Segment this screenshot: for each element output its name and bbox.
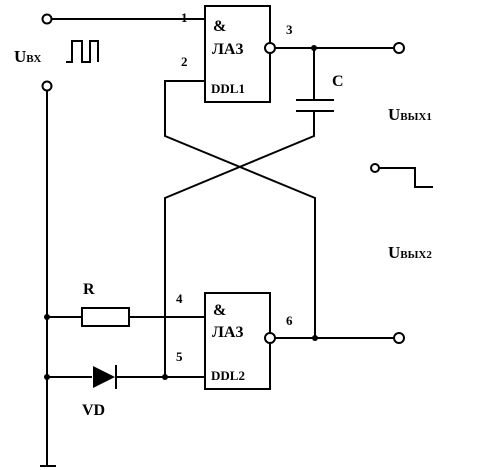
pin-3-label: 3 xyxy=(286,22,293,37)
junction-output2 xyxy=(312,335,318,341)
gate-ddl2-symbol: & xyxy=(213,302,226,319)
pin-1-label: 1 xyxy=(181,10,188,25)
input-voltage-label: UВХ xyxy=(14,47,41,66)
pin-5-label: 5 xyxy=(176,349,183,364)
output-waveform-start xyxy=(370,163,380,173)
output1-terminal xyxy=(393,42,405,54)
capacitor-label: C xyxy=(332,73,344,90)
junction-pin5 xyxy=(162,374,168,380)
diode-label: VD xyxy=(82,402,105,419)
output2-voltage-label: UВЫХ2 xyxy=(388,243,432,262)
resistor-label: R xyxy=(83,281,95,298)
gate-ddl1-symbol: & xyxy=(213,18,226,35)
output-pulse-waveform xyxy=(379,167,433,188)
input-pulse-waveform xyxy=(66,40,99,63)
gate-ddl2-name: DDL2 xyxy=(211,368,245,383)
capacitor-plates xyxy=(296,99,334,112)
resistor-body xyxy=(81,307,130,327)
output1-voltage-label: UВЫХ1 xyxy=(388,105,432,124)
pin-4-label: 4 xyxy=(176,291,183,306)
pin-6-label: 6 xyxy=(286,313,293,328)
diode-triangle xyxy=(93,366,115,388)
gate-ddl1-type: ЛА3 xyxy=(212,41,243,58)
gate-ddl2-inverter-bubble xyxy=(264,332,276,344)
pin-2-label: 2 xyxy=(181,54,188,69)
gate-ddl1-name: DDL1 xyxy=(211,81,245,96)
input-terminal-common xyxy=(41,80,53,92)
gate-ddl1-inverter-bubble xyxy=(264,42,276,54)
gate-ddl2-body xyxy=(204,292,271,390)
gate-ddl1-body xyxy=(204,5,271,103)
input-terminal-top xyxy=(41,13,53,25)
output2-terminal xyxy=(393,332,405,344)
wire-pin2-crosscoupling xyxy=(164,80,316,338)
wire-capacitor-crosscoupling xyxy=(164,111,315,377)
gate-ddl2-type: ЛА3 xyxy=(212,324,243,341)
